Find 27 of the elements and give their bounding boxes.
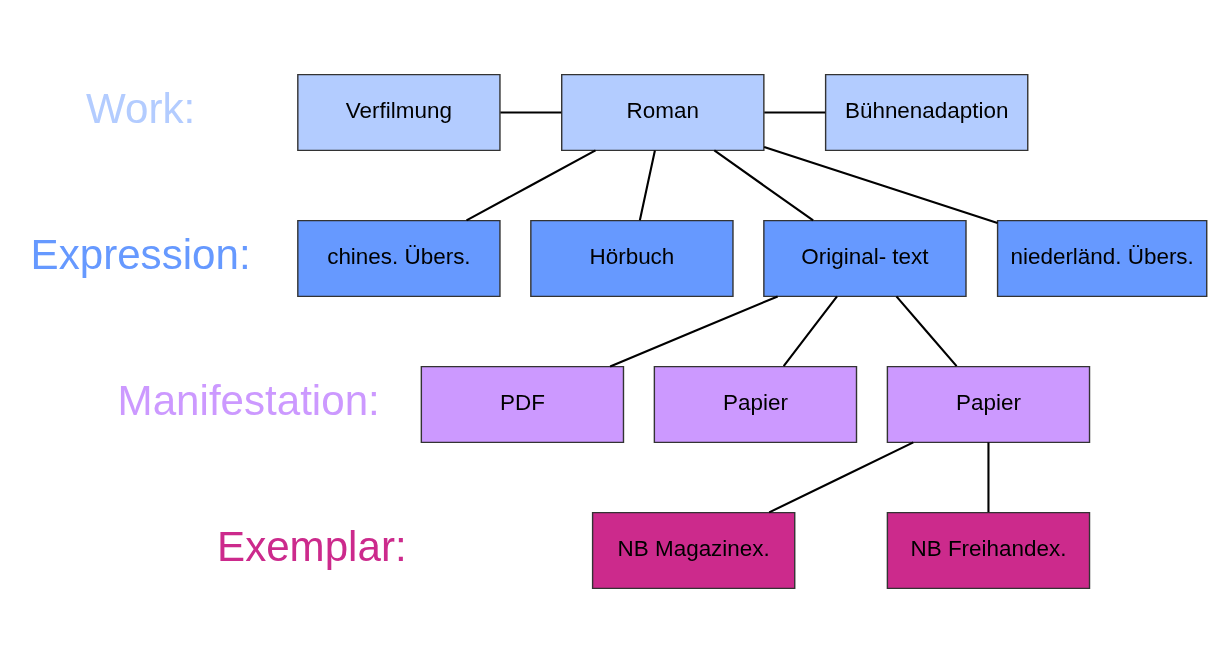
node-box: Papier <box>653 365 858 443</box>
connector <box>638 149 656 220</box>
node-box: Bühnenadaption <box>824 73 1029 151</box>
label: Expression: <box>30 230 251 278</box>
node-box: Hörbuch <box>530 219 734 297</box>
node-box: NB Magazinex. <box>591 511 796 589</box>
node-box: chines. Übers. <box>297 219 501 297</box>
connector <box>713 149 814 221</box>
label: Work: <box>86 84 196 132</box>
connector <box>782 295 838 367</box>
connector <box>500 110 562 114</box>
label: Exemplar: <box>217 522 407 570</box>
label: Manifestation: <box>117 376 380 424</box>
connector <box>609 294 779 367</box>
node-box: Original- text <box>763 219 967 297</box>
connector <box>466 149 596 221</box>
node-box: NB Freihandex. <box>886 511 1091 589</box>
connector <box>895 295 958 367</box>
connector <box>764 110 826 114</box>
node-box: PDF <box>420 365 625 443</box>
node-box: Roman <box>561 73 765 151</box>
connector <box>987 441 990 512</box>
connector <box>768 440 914 513</box>
node-box: niederländ. Übers. <box>996 219 1208 297</box>
node-box: Verfilmung <box>297 73 501 151</box>
connector <box>763 145 998 224</box>
node-box: Papier <box>886 365 1091 443</box>
